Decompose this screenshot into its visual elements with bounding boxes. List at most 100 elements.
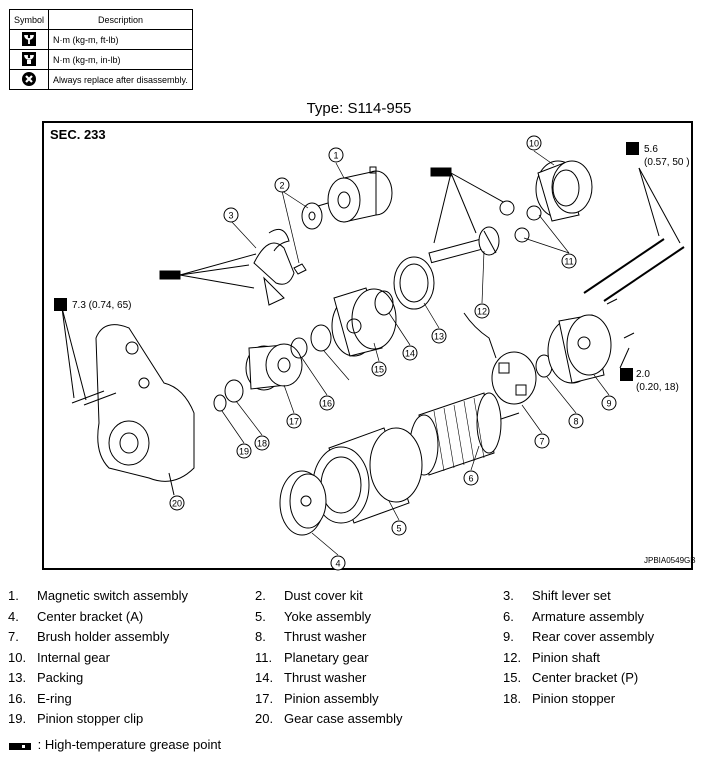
part-number: 19. xyxy=(8,711,27,726)
part-number: 11. xyxy=(255,649,273,665)
gear-case-part xyxy=(95,324,195,496)
shift-lever-part xyxy=(253,228,295,306)
part-name: E-ring xyxy=(37,690,72,706)
planetary-gear-part xyxy=(499,200,542,243)
type-title: Type: S114-955 xyxy=(306,100,412,117)
part-name: Dust cover kit xyxy=(284,588,363,603)
torque-1-units: (0.57, 50 ) xyxy=(644,157,690,168)
torque-wrench-ftlb-icon-b xyxy=(54,298,67,311)
part-name: Magnetic switch assembly xyxy=(37,588,188,603)
callout-label: 19 xyxy=(239,447,249,457)
part-number: 20. xyxy=(255,711,274,726)
callout-circle xyxy=(568,413,584,429)
callout-label: 3 xyxy=(228,211,233,221)
part-number: 9. xyxy=(503,629,514,644)
callout-label: 6 xyxy=(468,474,473,484)
part-name: Pinion stopper clip xyxy=(37,711,144,726)
grease-point-icon xyxy=(9,742,31,750)
callout-circle xyxy=(463,470,479,486)
internal-gear-part xyxy=(535,160,593,222)
callout-label: 4 xyxy=(335,559,340,569)
part-name: Yoke assembly xyxy=(284,608,371,624)
part-name: Planetary gear xyxy=(284,649,369,665)
armature-part xyxy=(398,392,520,476)
gear-case-bolts xyxy=(61,307,117,406)
legend-row-text: Always replace after disassembly. xyxy=(48,69,193,90)
part-name: Gear case assembly xyxy=(284,711,403,726)
callout-label: 5 xyxy=(396,524,401,534)
torque-3-units: (0.20, 18) xyxy=(636,382,679,393)
image-code: JPBIA0549GB xyxy=(644,556,696,565)
callout-circle xyxy=(561,253,577,269)
part-name: Packing xyxy=(37,670,84,685)
callout-label: 9 xyxy=(606,399,611,409)
callout-circle xyxy=(371,361,387,377)
part-number: 6. xyxy=(503,608,514,624)
center-bracket-p-part xyxy=(331,287,397,357)
part-name: Pinion stopper xyxy=(532,690,616,706)
callout-circle xyxy=(223,207,239,223)
torque-1-value: 5.6 xyxy=(644,144,658,155)
grease-point-icon xyxy=(159,253,257,289)
part-number: 12. xyxy=(503,649,522,665)
thrust-washer-part-14 xyxy=(374,290,394,316)
section-label: SEC. 233 xyxy=(50,127,106,142)
callout-label: 7 xyxy=(539,437,544,447)
legend-row-text: N·m (kg-m, ft-lb) xyxy=(48,29,193,50)
always-replace-icon xyxy=(9,69,49,90)
callout-label: 1 xyxy=(333,151,338,161)
grease-note-text: : High-temperature grease point xyxy=(37,737,222,752)
callout-circle xyxy=(319,395,335,411)
torque-wrench-inlb-icon xyxy=(9,49,49,70)
callout-circle xyxy=(254,435,270,451)
callout-circle xyxy=(169,495,185,511)
thrust-washer-part xyxy=(310,324,332,352)
callout-label: 14 xyxy=(405,349,415,359)
pinion-assembly-part xyxy=(245,343,303,391)
leader-lines xyxy=(221,150,610,556)
part-number: 15. xyxy=(503,670,522,685)
part-name: Pinion assembly xyxy=(284,690,379,706)
part-number: 18. xyxy=(503,690,522,706)
callout-circle xyxy=(474,303,490,319)
magnetic-switch-part xyxy=(307,166,393,223)
packing-part xyxy=(393,256,435,310)
callout-circle xyxy=(274,177,290,193)
callout-circle xyxy=(431,328,447,344)
callout-circle xyxy=(330,555,346,571)
brush-holder-part xyxy=(463,312,537,405)
callout-circle xyxy=(402,345,418,361)
part-number: 1. xyxy=(8,588,19,603)
part-name: Center bracket (A) xyxy=(37,608,144,624)
callout-label: 16 xyxy=(322,399,332,409)
symbol-legend-table: Symbol Description N·m (kg-m, ft-lb) N·m… xyxy=(9,9,193,90)
part-number: 4. xyxy=(8,608,19,624)
callout-label: 10 xyxy=(529,139,539,149)
part-name: Armature assembly xyxy=(532,608,644,624)
part-name: Internal gear xyxy=(37,649,110,665)
yoke-part xyxy=(312,427,423,524)
callout-circle xyxy=(286,413,302,429)
torque-3-value: 2.0 xyxy=(636,369,650,380)
e-ring-part xyxy=(290,337,308,359)
part-number: 14. xyxy=(255,670,274,685)
legend-row-text: N·m (kg-m, in-lb) xyxy=(48,49,193,70)
dust-cover-part xyxy=(293,202,323,275)
torque-wrench-ftlb-icon-a xyxy=(626,142,639,155)
callout-label: 13 xyxy=(434,332,444,342)
legend-header-symbol: Symbol xyxy=(9,9,49,30)
part-number: 2. xyxy=(255,588,266,603)
torque-2-value: 7.3 (0.74, 65) xyxy=(72,300,131,311)
part-name: Pinion shaft xyxy=(532,649,600,665)
callout-circle xyxy=(601,395,617,411)
part-number: 7. xyxy=(8,629,19,644)
callout-label: 12 xyxy=(477,307,487,317)
pinion-stopper-clip-part xyxy=(213,394,227,412)
through-bolts xyxy=(583,167,685,302)
part-name: Shift lever set xyxy=(532,588,611,603)
callout-label: 2 xyxy=(279,181,284,191)
part-name: Center bracket (P) xyxy=(532,670,639,685)
part-number: 3. xyxy=(503,588,514,603)
